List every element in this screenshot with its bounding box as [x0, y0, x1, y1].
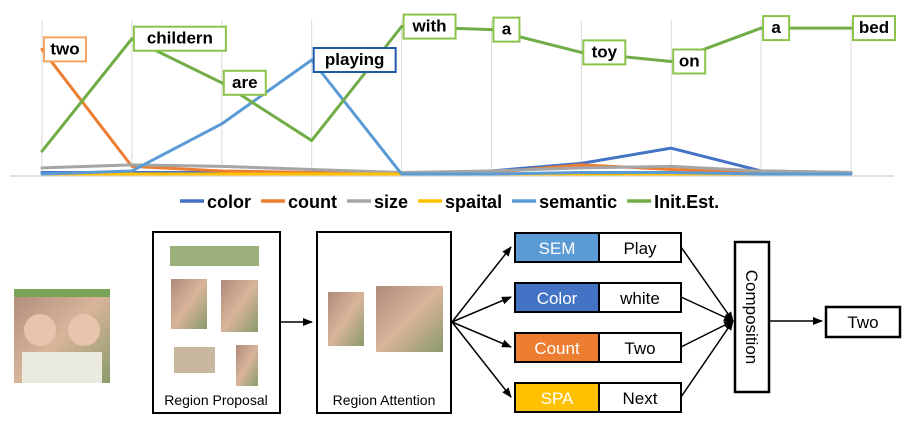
word-label-text: childern	[147, 29, 213, 48]
arrow-to-composition	[680, 320, 734, 398]
legend-item-4: semantic	[512, 192, 617, 212]
word-label-6: toy	[582, 39, 627, 66]
module-value-label: Play	[623, 239, 657, 258]
legend-item-1: count	[261, 192, 337, 212]
module-value-box	[598, 382, 682, 413]
word-label-9: bed	[852, 15, 896, 42]
module-tag-label: Color	[537, 289, 578, 308]
word-label-1: childern	[132, 25, 227, 52]
word-label-text: with	[412, 17, 447, 36]
module-tag-label: SPA	[541, 389, 574, 408]
word-label-text: toy	[592, 42, 618, 61]
pipeline-diagram: Region Proposal Region Attention SEM Play…	[14, 231, 902, 414]
module-value-label: Next	[623, 389, 658, 408]
arrow-to-module	[451, 246, 512, 323]
arrow-to-module	[451, 321, 512, 348]
word-label-text: a	[771, 18, 781, 37]
module-tag-box	[514, 382, 600, 413]
answer-label: Two	[847, 313, 878, 332]
region-attention-crops	[328, 286, 443, 352]
composition-label: Composition	[742, 270, 761, 365]
arrow-to-composition	[680, 320, 734, 348]
module-tag-label: SEM	[539, 239, 576, 258]
word-label-text: are	[232, 73, 258, 92]
module-value-label: Two	[624, 339, 655, 358]
legend-label: count	[288, 192, 337, 212]
word-label-4: with	[402, 13, 457, 40]
module-count: Count Two	[451, 320, 734, 363]
module-tag-box	[514, 232, 600, 263]
word-label-text: two	[50, 39, 79, 58]
series-line-size	[40, 163, 853, 174]
module-color: Color white	[451, 282, 734, 323]
legend-label: Init.Est.	[654, 192, 719, 212]
arrow-to-composition	[680, 296, 734, 322]
word-label-8: a	[762, 15, 791, 42]
legend-label: size	[374, 192, 408, 212]
answer-box	[824, 305, 902, 339]
arrow-to-module	[451, 296, 512, 323]
arrow-to-module	[451, 321, 512, 398]
module-value-label: white	[619, 289, 660, 308]
word-labels: two childern are playing with a toy on a bed	[43, 13, 896, 96]
module-spa: SPA Next	[451, 320, 734, 413]
attention-line-chart: two childern are playing with a toy on a bed	[10, 13, 896, 177]
arrow-to-composition	[680, 246, 734, 322]
legend-label: color	[207, 192, 251, 212]
word-label-2: are	[222, 69, 267, 96]
series-line-semantic	[40, 58, 853, 176]
legend-item-5: Init.Est.	[627, 192, 719, 212]
module-sem: SEM Play	[451, 232, 734, 323]
word-label-5: a	[492, 16, 521, 43]
word-label-text: on	[679, 52, 700, 71]
chart-grid	[41, 20, 852, 176]
legend-label: spaital	[445, 192, 502, 212]
input-image	[14, 289, 110, 383]
module-tag-label: Count	[534, 339, 580, 358]
word-label-text: a	[502, 20, 512, 39]
word-label-3: playing	[312, 47, 397, 73]
word-label-text: bed	[859, 18, 889, 37]
region-attention-caption: Region Attention	[333, 392, 436, 408]
legend-item-0: color	[180, 192, 251, 212]
composition-box	[733, 240, 771, 394]
word-label-text: playing	[325, 50, 385, 69]
legend-item-3: spaital	[418, 192, 502, 212]
legend-label: semantic	[539, 192, 617, 212]
region-attention-box	[316, 231, 452, 414]
word-label-0: two	[43, 36, 87, 63]
region-proposal-caption: Region Proposal	[164, 392, 268, 408]
chart-legend: color count size spaital semantic Init.Est.	[180, 192, 719, 212]
legend-item-2: size	[347, 192, 408, 212]
word-label-7: on	[672, 48, 707, 75]
region-proposal-crops	[170, 246, 259, 386]
module-value-box	[598, 332, 682, 363]
